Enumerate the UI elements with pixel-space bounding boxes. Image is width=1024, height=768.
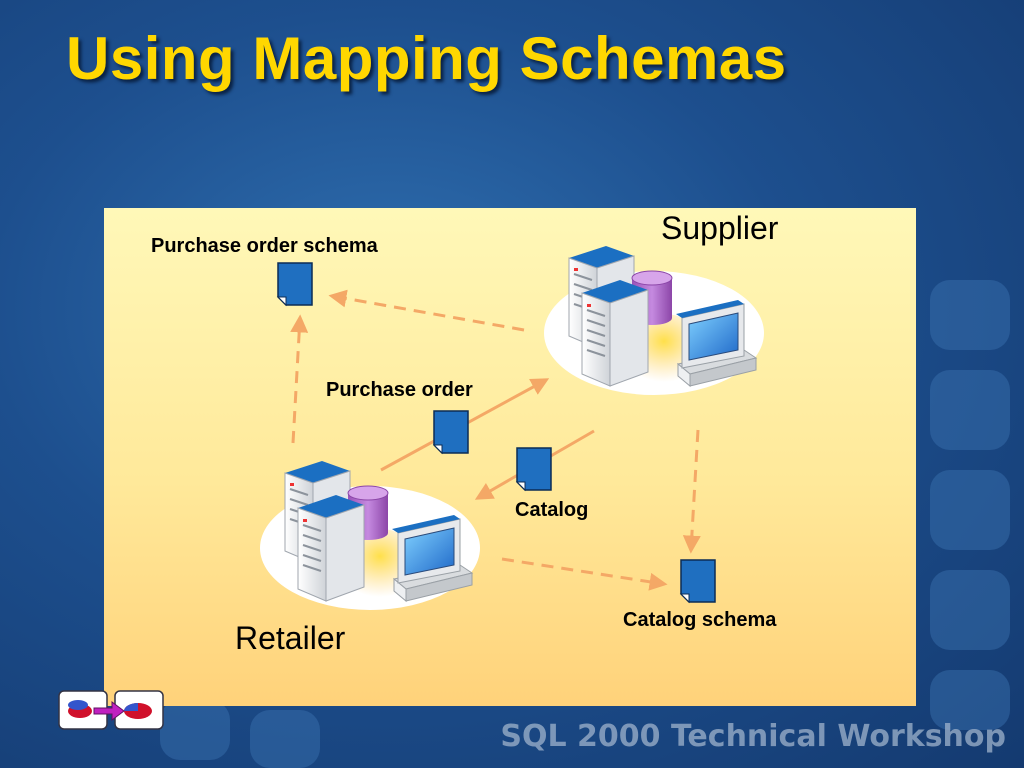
diagram-panel: Supplier Purchase order schema Purchase … <box>104 208 916 706</box>
diagram-canvas <box>259 245 765 611</box>
arrow-retailer-to-catalog-schema <box>501 557 668 591</box>
footer-text: SQL 2000 Technical Workshop <box>500 719 1006 754</box>
arrow-retailer-to-po-schema <box>290 314 309 444</box>
retailer-servers <box>259 460 481 611</box>
document-icon <box>516 447 552 491</box>
document-icon <box>277 262 313 306</box>
purchase-order-label: Purchase order <box>326 379 473 401</box>
slide-title: Using Mapping Schemas <box>66 25 787 92</box>
purchase-order-schema-label: Purchase order schema <box>151 235 378 257</box>
slide-nav-icon[interactable] <box>58 690 164 730</box>
supplier-label: Supplier <box>661 210 779 246</box>
arrow-supplier-to-po-schema <box>328 289 525 332</box>
supplier-servers <box>543 245 765 396</box>
retailer-label: Retailer <box>235 620 346 656</box>
document-icon <box>433 410 469 454</box>
catalog-label: Catalog <box>515 499 589 521</box>
catalog-schema-label: Catalog schema <box>623 609 777 631</box>
document-icon <box>680 559 716 603</box>
arrow-supplier-to-catalog-schema <box>682 429 701 554</box>
